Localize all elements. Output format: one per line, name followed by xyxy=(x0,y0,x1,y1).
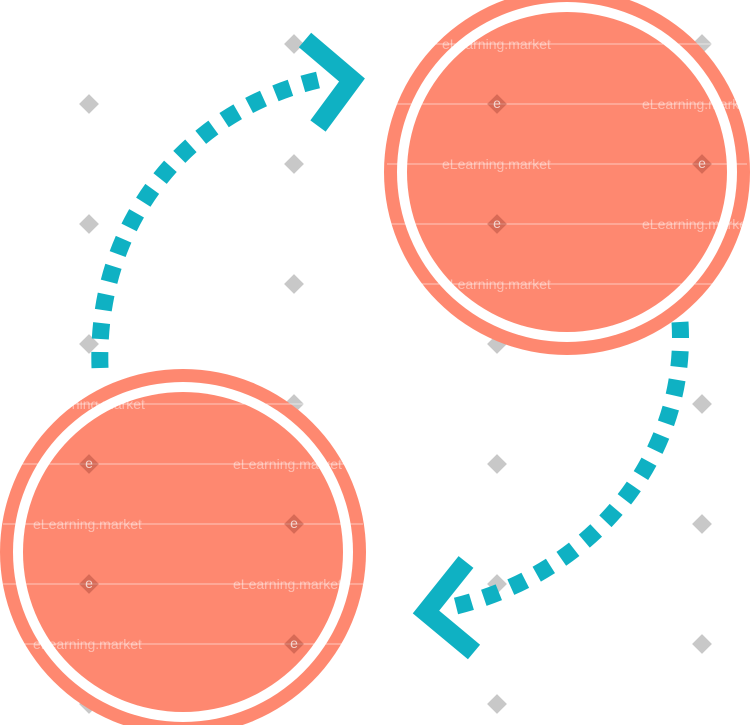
watermark-diamond xyxy=(487,94,507,114)
watermark-diamond xyxy=(284,514,304,534)
watermark-text: eLearning.market xyxy=(442,276,551,292)
bottom-left-circle-fill xyxy=(23,392,343,712)
bottom-left-circle xyxy=(0,369,366,725)
watermark-text: eLearning.market xyxy=(442,36,551,52)
watermark-glyph: e xyxy=(85,575,93,591)
watermark-diamond xyxy=(79,94,99,114)
watermark-glyph: e xyxy=(698,155,706,171)
arrow-to-bottom-left xyxy=(412,321,689,660)
watermark-diamond xyxy=(487,694,507,714)
watermark-diamond xyxy=(79,454,99,474)
dashed-arc-upper xyxy=(91,71,320,369)
watermark-glyph: e xyxy=(290,635,298,651)
top-right-circle-fill xyxy=(407,12,727,332)
watermark-text: eLearning.market xyxy=(233,456,342,472)
chevron-left-icon xyxy=(412,556,481,660)
watermark-diamond xyxy=(79,214,99,234)
watermark-glyph: e xyxy=(85,455,93,471)
watermark-diamond xyxy=(284,274,304,294)
watermark-diamond xyxy=(692,514,712,534)
watermark-glyph: e xyxy=(290,515,298,531)
watermark-diamond xyxy=(284,154,304,174)
watermark-diamond xyxy=(79,334,99,354)
watermark-diamond xyxy=(487,214,507,234)
watermark-diamond xyxy=(284,634,304,654)
top-right-circle xyxy=(384,0,750,355)
watermark-text: eLearning.market xyxy=(233,576,342,592)
watermark-text: eLearning.market xyxy=(442,156,551,172)
dashed-arc-lower xyxy=(453,321,689,615)
watermark-text-layer: eLearning.market eLearning.market e eLearni… xyxy=(3,36,750,654)
watermark-text: eLearning.market xyxy=(33,516,142,532)
arrow-to-top-right xyxy=(91,32,365,369)
watermark-diamond xyxy=(284,34,304,54)
watermark-diamond xyxy=(692,634,712,654)
watermark-diamond xyxy=(487,454,507,474)
watermark-glyph: e xyxy=(493,215,501,231)
watermark-glyph: e xyxy=(493,95,501,111)
watermark-diamond xyxy=(692,394,712,414)
watermark-text: eLearning.market xyxy=(642,216,750,232)
chevron-right-icon xyxy=(298,32,365,132)
watermark-text: eLearning.market xyxy=(36,396,145,412)
watermark-text: eLearning.market xyxy=(642,96,750,112)
watermark-text: eLearning.market xyxy=(33,636,142,652)
